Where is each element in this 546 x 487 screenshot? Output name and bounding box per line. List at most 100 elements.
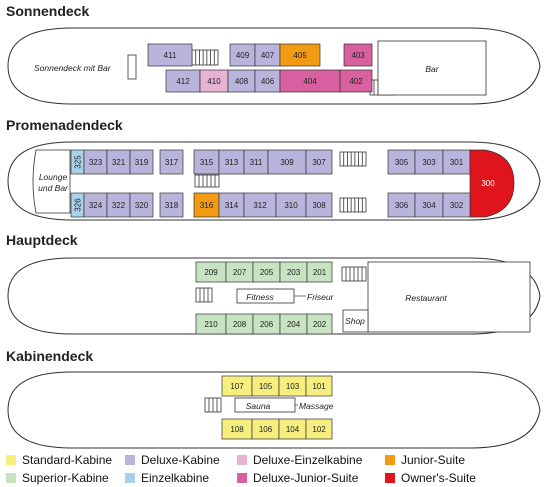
cabin-107[interactable]: 107 [221,375,253,397]
cabin-number: 205 [260,268,274,277]
legend-label-deluxe: Deluxe-Kabine [141,453,220,467]
cabin-403[interactable]: 403 [343,43,373,67]
cabin-number: 106 [259,425,273,434]
cabin-number: 319 [135,158,149,167]
cabin-210[interactable]: 210 [195,313,227,335]
cabin-405[interactable]: 405 [279,43,321,67]
cabin-number: 321 [112,158,126,167]
cabin-309[interactable]: 309 [267,149,307,175]
cabin-108[interactable]: 108 [221,418,253,440]
label-restaurant: Restaurant [405,293,447,303]
cabin-number: 312 [253,201,267,210]
cabin-412[interactable]: 412 [165,69,201,93]
cabin-326[interactable]: 326 [70,192,85,218]
cabin-305[interactable]: 305 [387,149,416,175]
legend-label-deluxe-junior: Deluxe-Junior-Suite [253,471,359,485]
cabin-number: 324 [89,201,103,210]
cabin-number: 207 [233,268,247,277]
cabin-number: 317 [165,158,179,167]
cabin-205[interactable]: 205 [252,261,281,283]
cabin-410[interactable]: 410 [199,69,229,93]
cabin-319[interactable]: 319 [129,149,154,175]
cabin-315[interactable]: 315 [193,149,220,175]
cabin-201[interactable]: 201 [306,261,333,283]
cabin-306[interactable]: 306 [387,192,416,218]
lounge-room [32,149,71,214]
cabin-322[interactable]: 322 [106,192,131,218]
cabin-303[interactable]: 303 [414,149,444,175]
cabin-number: 314 [225,201,239,210]
cabin-311[interactable]: 311 [243,149,269,175]
cabin-number: 204 [287,320,301,329]
cabin-number: 105 [259,382,273,391]
swatch-deluxe [125,455,135,465]
cabin-number: 320 [135,201,149,210]
cabin-402[interactable]: 402 [339,69,373,93]
swatch-standard [6,455,16,465]
cabin-204[interactable]: 204 [279,313,308,335]
cabin-203[interactable]: 203 [279,261,308,283]
cabin-104[interactable]: 104 [278,418,307,440]
cabin-105[interactable]: 105 [251,375,280,397]
cabin-302[interactable]: 302 [442,192,471,218]
cabin-323[interactable]: 323 [83,149,108,175]
cabin-number: 325 [74,155,83,169]
legend-label-owner: Owner's-Suite [401,471,476,485]
label-massage: Massage [299,401,334,411]
cabin-324[interactable]: 324 [83,192,108,218]
cabin-number: 310 [284,201,298,210]
cabin-number: 202 [313,320,327,329]
cabin-310[interactable]: 310 [275,192,307,218]
sonnendeck-column [127,54,137,80]
deck-title-hauptdeck: Hauptdeck [6,232,78,248]
cabin-409[interactable]: 409 [229,43,256,67]
legend-item-deluxe: Deluxe-Kabine [125,453,220,467]
cabin-316[interactable]: 316 [193,192,220,218]
cabin-320[interactable]: 320 [129,192,154,218]
cabin-number: 404 [303,77,317,86]
cabin-321[interactable]: 321 [106,149,131,175]
cabin-103[interactable]: 103 [278,375,307,397]
cabin-308[interactable]: 308 [305,192,333,218]
cabin-209[interactable]: 209 [195,261,227,283]
cabin-202[interactable]: 202 [306,313,333,335]
cabin-314[interactable]: 314 [218,192,245,218]
cabin-101[interactable]: 101 [305,375,333,397]
cabin-407[interactable]: 407 [254,43,281,67]
cabin-404[interactable]: 404 [279,69,341,93]
cabin-304[interactable]: 304 [414,192,444,218]
cabin-307[interactable]: 307 [305,149,333,175]
cabin-number: 315 [200,158,214,167]
cabin-406[interactable]: 406 [254,69,281,93]
cabin-318[interactable]: 318 [159,192,184,218]
cabin-207[interactable]: 207 [225,261,254,283]
legend-item-superior: Superior-Kabine [6,471,109,485]
cabin-number: 301 [450,158,464,167]
deck-title-kabinendeck: Kabinendeck [6,348,94,364]
cabin-301[interactable]: 301 [442,149,471,175]
legend-label-single: Einzelkabine [141,471,210,485]
cabin-206[interactable]: 206 [252,313,281,335]
cabin-number: 208 [233,320,247,329]
cabin-312[interactable]: 312 [243,192,277,218]
cabin-408[interactable]: 408 [227,69,256,93]
cabin-411[interactable]: 411 [147,43,193,67]
cabin-300[interactable]: 300 [469,149,515,218]
cabin-208[interactable]: 208 [225,313,254,335]
cabin-313[interactable]: 313 [218,149,245,175]
cabin-325[interactable]: 325 [70,149,85,175]
cabin-number: 412 [176,77,190,86]
stairs-icon [339,197,367,213]
cabin-number: 307 [312,158,326,167]
cabin-number: 201 [313,268,327,277]
bar-room [377,40,487,96]
legend-item-single: Einzelkabine [125,471,209,485]
cabin-106[interactable]: 106 [251,418,280,440]
cabin-number: 408 [235,77,249,86]
cabin-102[interactable]: 102 [305,418,333,440]
cabin-317[interactable]: 317 [159,149,184,175]
cabin-number: 103 [286,382,300,391]
cabin-number: 102 [312,425,326,434]
cabin-number: 403 [351,51,365,60]
